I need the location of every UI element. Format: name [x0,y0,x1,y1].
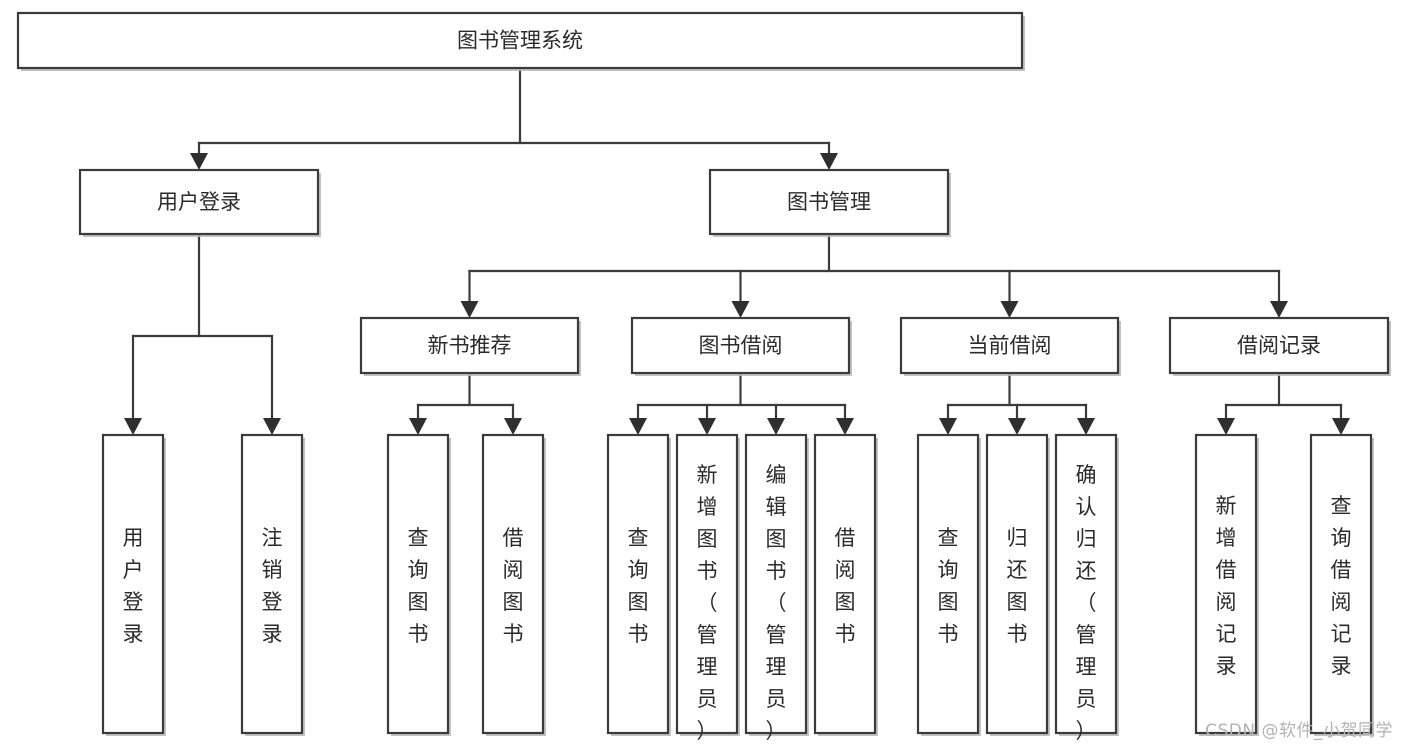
arrowhead-icon [263,418,281,435]
node-label: 借阅记录 [1237,334,1321,358]
node-nbr-borrow[interactable]: 借阅图书 [481,433,546,736]
node-book-borrow[interactable]: 图书借阅 [630,316,852,376]
arrowhead-icon [460,301,479,318]
arrowhead-icon [731,301,750,318]
node-layer: 图书管理系统用户登录图书管理新书推荐图书借阅当前借阅借阅记录用户登录注销登录查询… [16,11,1391,743]
node-root[interactable]: 图书管理系统 [16,11,1025,71]
node-label: 当前借阅 [968,334,1052,358]
node-bb-borrow[interactable]: 借阅图书 [813,433,878,736]
node-label: 用户登录 [157,190,241,214]
node-label: 新增图书（管理员） [697,463,718,743]
arrowhead-icon [1008,418,1026,435]
arrowhead-icon [1332,418,1350,435]
node-label: 查询图书 [408,526,429,646]
arrowhead-icon [767,418,785,435]
arrowhead-icon [409,418,427,435]
connector-layer [124,66,1350,435]
node-box[interactable] [606,433,670,735]
node-cb-confirm[interactable]: 确认归还（管理员） [1054,433,1119,743]
node-cb-return[interactable]: 归还图书 [985,433,1050,736]
arrowhead-icon [698,418,716,435]
node-label: 用户登录 [123,526,144,646]
node-box[interactable] [916,433,980,735]
arrowhead-icon [939,418,957,435]
node-box[interactable] [744,433,808,735]
watermark-label: CSDN @软件_小贺同学 [1205,721,1393,741]
arrowhead-icon [504,418,522,435]
node-box[interactable] [78,168,320,236]
node-user-login[interactable]: 用户登录 [78,168,321,237]
node-box[interactable] [386,433,450,735]
node-br-add[interactable]: 新增借阅记录 [1194,433,1259,736]
node-borrow-record[interactable]: 借阅记录 [1168,316,1391,376]
arrowhead-icon [124,418,142,435]
node-br-query[interactable]: 查询借阅记录 [1309,433,1374,736]
node-label: 确认归还（管理员） [1076,463,1097,743]
node-label: 图书管理系统 [457,29,583,53]
node-label: 编辑图书（管理员） [766,463,787,743]
node-box[interactable] [1054,433,1118,735]
node-label: 查询图书 [628,526,649,646]
arrowhead-icon [190,153,208,170]
node-label: 借阅图书 [835,526,856,646]
arrowhead-icon [1077,418,1095,435]
node-leaf-user-logout[interactable]: 注销登录 [240,433,305,736]
node-current-borrow[interactable]: 当前借阅 [899,316,1121,376]
node-bb-query[interactable]: 查询图书 [606,433,671,736]
arrowhead-icon [836,418,854,435]
node-label: 图书管理 [787,190,871,214]
node-label: 新书推荐 [428,334,512,358]
arrowhead-icon [1270,301,1288,318]
node-nbr-query[interactable]: 查询图书 [386,433,451,736]
node-box[interactable] [813,433,877,735]
node-box[interactable] [630,316,851,375]
node-box[interactable] [481,433,545,735]
node-label: 借阅图书 [503,526,524,646]
node-box[interactable] [240,433,304,735]
arrowhead-icon [629,418,647,435]
node-box[interactable] [1309,433,1373,735]
node-box[interactable] [1194,433,1258,735]
node-new-book-rec[interactable]: 新书推荐 [359,316,581,376]
node-book-manage[interactable]: 图书管理 [708,168,951,237]
node-box[interactable] [101,433,165,735]
node-box[interactable] [899,316,1120,375]
node-label: 图书借阅 [699,334,783,358]
arrowhead-icon [1217,418,1235,435]
node-cb-query[interactable]: 查询图书 [916,433,981,736]
node-label: 新增借阅记录 [1216,494,1237,678]
node-label: 查询图书 [938,526,959,646]
node-box[interactable] [1168,316,1390,375]
node-box[interactable] [359,316,580,375]
arrowhead-icon [820,153,838,170]
node-box[interactable] [985,433,1049,735]
node-label: 归还图书 [1007,526,1028,646]
arrowhead-icon [1000,301,1019,318]
node-label: 查询借阅记录 [1331,494,1352,678]
node-box[interactable] [675,433,739,735]
node-bb-add[interactable]: 新增图书（管理员） [675,433,740,743]
node-bb-edit[interactable]: 编辑图书（管理员） [744,433,809,743]
node-label: 注销登录 [262,526,283,646]
node-box[interactable] [16,11,1024,70]
node-leaf-user-login[interactable]: 用户登录 [101,433,166,736]
node-box[interactable] [708,168,950,236]
